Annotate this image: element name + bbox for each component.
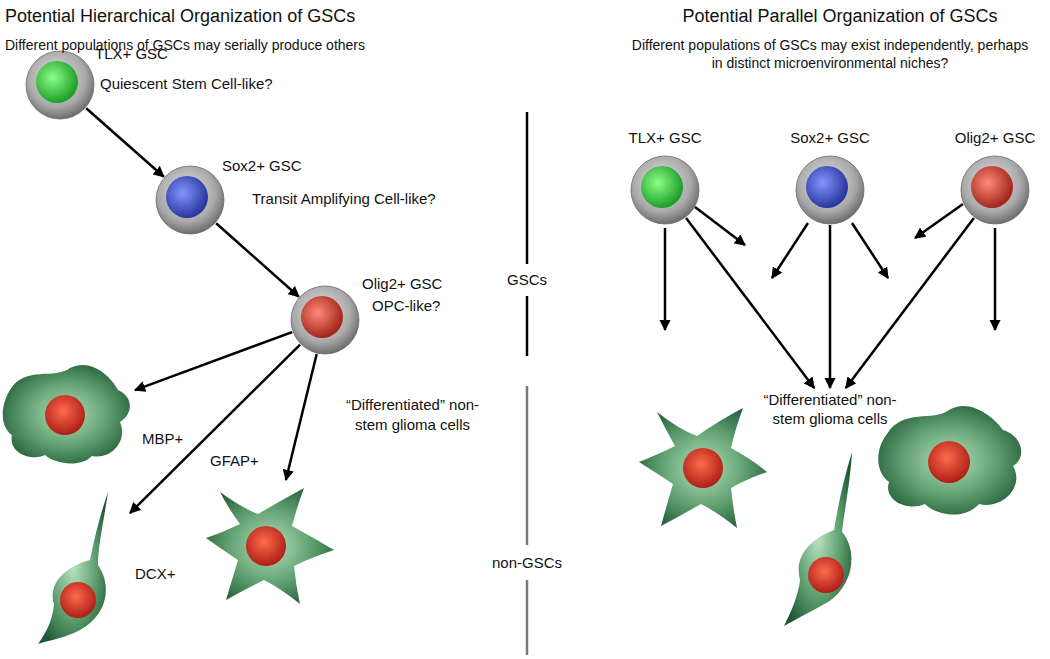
cell-label: MBP+ [142,430,183,448]
arrow [829,225,832,388]
glioma-cell: DCX+ [20,490,130,645]
arrow [216,223,299,296]
divider [527,112,528,655]
panel-title: Potential Parallel Organization of GSCs [620,5,1050,28]
cell-label: Sox2+ GSC [222,157,302,175]
cell-symbol [290,285,360,355]
arrow [86,108,164,177]
glioma-cell [639,408,767,528]
stem-cell-circle: TLX+ GSC [630,155,700,225]
stem-cell-circle: Olig2+ GSCOPC-like? [290,285,360,355]
panel-title: Potential Hierarchical Organization of G… [5,5,505,28]
glioma-cell [878,406,1021,514]
cell-description: Quiescent Stem Cell-like? [100,75,273,93]
arrow [686,218,814,388]
cell-label: Olig2+ GSC [955,129,1035,147]
cell-description: OPC-like? [372,297,440,315]
arrow [130,345,300,513]
glioma-cell: MBP+ [0,360,135,470]
glioma-cell: GFAP+ [200,480,340,610]
stem-cell-circle: Olig2+ GSC [960,155,1030,225]
cell-symbol [0,360,135,470]
group-label: “Differentiated” non-stem glioma cells [330,395,495,435]
cell-label: Olig2+ GSC [362,275,442,293]
cell-symbol [25,50,95,120]
glioma-cell [784,452,852,626]
group-box: “Differentiated” non-stem glioma cells [725,388,935,430]
cell-label: Sox2+ GSC [790,129,870,147]
cell-symbol [630,155,700,225]
cell-symbol [200,480,340,610]
cell-label: “Differentiated” non-stem glioma cells [725,388,935,430]
cell-symbol [795,155,865,225]
cell-symbol [960,155,1030,225]
cell-label: TLX+ GSC [629,129,702,147]
cell-symbol [155,165,225,235]
arrow [135,332,292,390]
panel-subtitle: Different populations of GSCs may serial… [5,36,505,54]
arrow [846,218,974,388]
arrow [286,354,317,480]
cell-label: GFAP+ [210,452,259,470]
axis-label: GSCs [477,270,577,290]
axis-label: non-GSCs [467,553,587,573]
cell-label: DCX+ [135,565,175,583]
stem-cell-circle: TLX+ GSCQuiescent Stem Cell-like? [25,50,95,120]
cell-description: Transit Amplifying Cell-like? [252,190,436,208]
stem-cell-circle: Sox2+ GSC [795,155,865,225]
stem-cell-circle: Sox2+ GSCTransit Amplifying Cell-like? [155,165,225,235]
cell-symbol [20,490,130,645]
panel-subtitle: Different populations of GSCs may exist … [625,36,1035,72]
